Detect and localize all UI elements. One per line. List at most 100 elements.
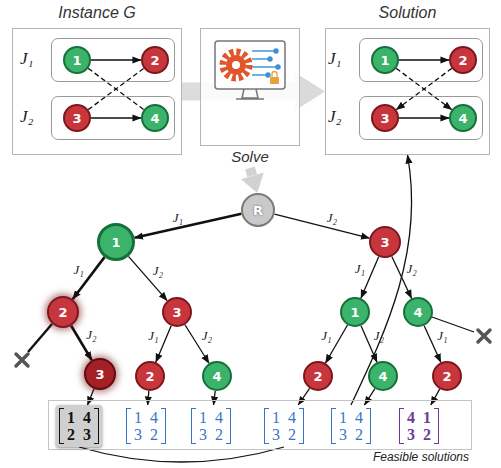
- solver-icon: [212, 36, 288, 112]
- node-label: 2: [305, 363, 331, 389]
- edge-arrow: [91, 59, 141, 60]
- pruned-branch: [28, 324, 52, 352]
- job-node: 1: [371, 46, 399, 74]
- solution-matrix: 1432: [261, 405, 307, 447]
- matrix-entry: 2: [351, 426, 367, 443]
- edge-label: J₁: [173, 210, 183, 226]
- instance-box: Instance GJ₁12J₂34: [12, 28, 182, 155]
- box-title: Solution: [306, 4, 501, 22]
- matrix-entry: 3: [195, 426, 211, 443]
- edge-arrow: [431, 389, 440, 405]
- matrix-entry: 3: [335, 426, 351, 443]
- solutions-band: Feasible solutions1423143214321432143241…: [48, 400, 472, 450]
- edge-label: J₁: [437, 328, 447, 344]
- matrix-entry: 4: [284, 409, 300, 426]
- matrix-entry: 2: [146, 426, 162, 443]
- matrix-entry: 4: [79, 409, 95, 426]
- node-label: 3: [371, 228, 399, 256]
- prune-cross: [478, 330, 490, 342]
- job-node: 4: [449, 104, 477, 132]
- edge-label: J₂: [327, 210, 337, 226]
- matrix-entry: 3: [268, 426, 284, 443]
- job-node: 1: [97, 223, 135, 261]
- job-node: 4: [202, 361, 232, 391]
- job-node: 4: [368, 361, 398, 391]
- edge-arrow: [396, 68, 452, 109]
- job-node: 1: [340, 297, 370, 327]
- node-label: 4: [405, 299, 431, 325]
- edge-arrow: [88, 68, 144, 109]
- matrix-entry: 1: [130, 409, 146, 426]
- job-row: J₁12: [51, 38, 175, 82]
- edge-label: J₂: [202, 328, 212, 344]
- solution-matrix: 1432: [328, 405, 374, 447]
- job-node: 3: [369, 226, 401, 258]
- prune-cross: [16, 354, 28, 366]
- job-node: 2: [47, 296, 79, 328]
- matrix-entry: 4: [211, 409, 227, 426]
- matrix-entry: 3: [130, 426, 146, 443]
- edge-arrow: [351, 155, 412, 405]
- matrix-entry: 2: [419, 426, 435, 443]
- matrix-entry: 1: [335, 409, 351, 426]
- solver-label: Solve: [181, 148, 319, 165]
- edge-arrow: [87, 389, 94, 405]
- band-label: Feasible solutions: [373, 450, 469, 464]
- node-label: 2: [434, 363, 460, 389]
- edge-arrow: [399, 59, 449, 60]
- edge-arrow: [298, 388, 309, 405]
- job-node: 2: [303, 361, 333, 391]
- job-node: 1: [63, 46, 91, 74]
- job-node: 2: [432, 361, 462, 391]
- job-node: 3: [63, 104, 91, 132]
- edge-label: J₁: [73, 262, 83, 278]
- edge-label: J₁: [355, 261, 365, 277]
- job-node: 2: [141, 46, 169, 74]
- edge-arrow: [88, 68, 144, 109]
- job-node: 2: [135, 361, 165, 391]
- matrix-entry: 1: [195, 409, 211, 426]
- node-label: R: [243, 195, 273, 225]
- job-row: J₂34: [51, 96, 175, 140]
- job-label: J₁: [20, 49, 33, 69]
- node-label: 1: [65, 48, 89, 72]
- node-label: 4: [204, 363, 230, 389]
- job-node: 4: [141, 104, 169, 132]
- node-label: 4: [451, 106, 475, 130]
- job-row: J₂34: [359, 96, 483, 140]
- job-node: 3: [162, 297, 192, 327]
- edge-arrow: [128, 256, 167, 300]
- job-label: J₁: [328, 49, 341, 69]
- node-label: 2: [49, 298, 77, 326]
- edge-arrow: [396, 68, 452, 109]
- solution-matrix: 1423: [56, 405, 102, 447]
- node-label: 2: [143, 48, 167, 72]
- node-label: 3: [164, 299, 190, 325]
- edge-arrow: [364, 389, 374, 405]
- node-label: 2: [451, 48, 475, 72]
- matrix-entry: 1: [63, 409, 79, 426]
- root-node: R: [241, 193, 275, 227]
- edge-arrow: [250, 168, 252, 176]
- matrix-entry: 1: [268, 409, 284, 426]
- solution-matrix: 1432: [188, 405, 234, 447]
- matrix-entry: 4: [351, 409, 367, 426]
- job-node: 4: [403, 297, 433, 327]
- matrix-entry: 1: [419, 409, 435, 426]
- edge-arrow: [214, 391, 216, 405]
- job-node: 3: [371, 104, 399, 132]
- edge-label: J₁: [148, 328, 158, 344]
- edge-label: J₂: [407, 261, 417, 277]
- node-label: 3: [65, 106, 89, 130]
- edge-arrow: [73, 257, 105, 299]
- solution-matrix: 4132: [396, 405, 442, 447]
- node-label: 2: [137, 363, 163, 389]
- matrix-entry: 2: [63, 426, 79, 443]
- matrix-entry: 3: [79, 426, 95, 443]
- edge-arrow: [399, 117, 449, 118]
- job-node: 2: [449, 46, 477, 74]
- node-label: 4: [370, 363, 396, 389]
- edge-arrow: [91, 117, 141, 118]
- edge-arrow: [148, 391, 149, 405]
- edge-label: J₁: [321, 328, 331, 344]
